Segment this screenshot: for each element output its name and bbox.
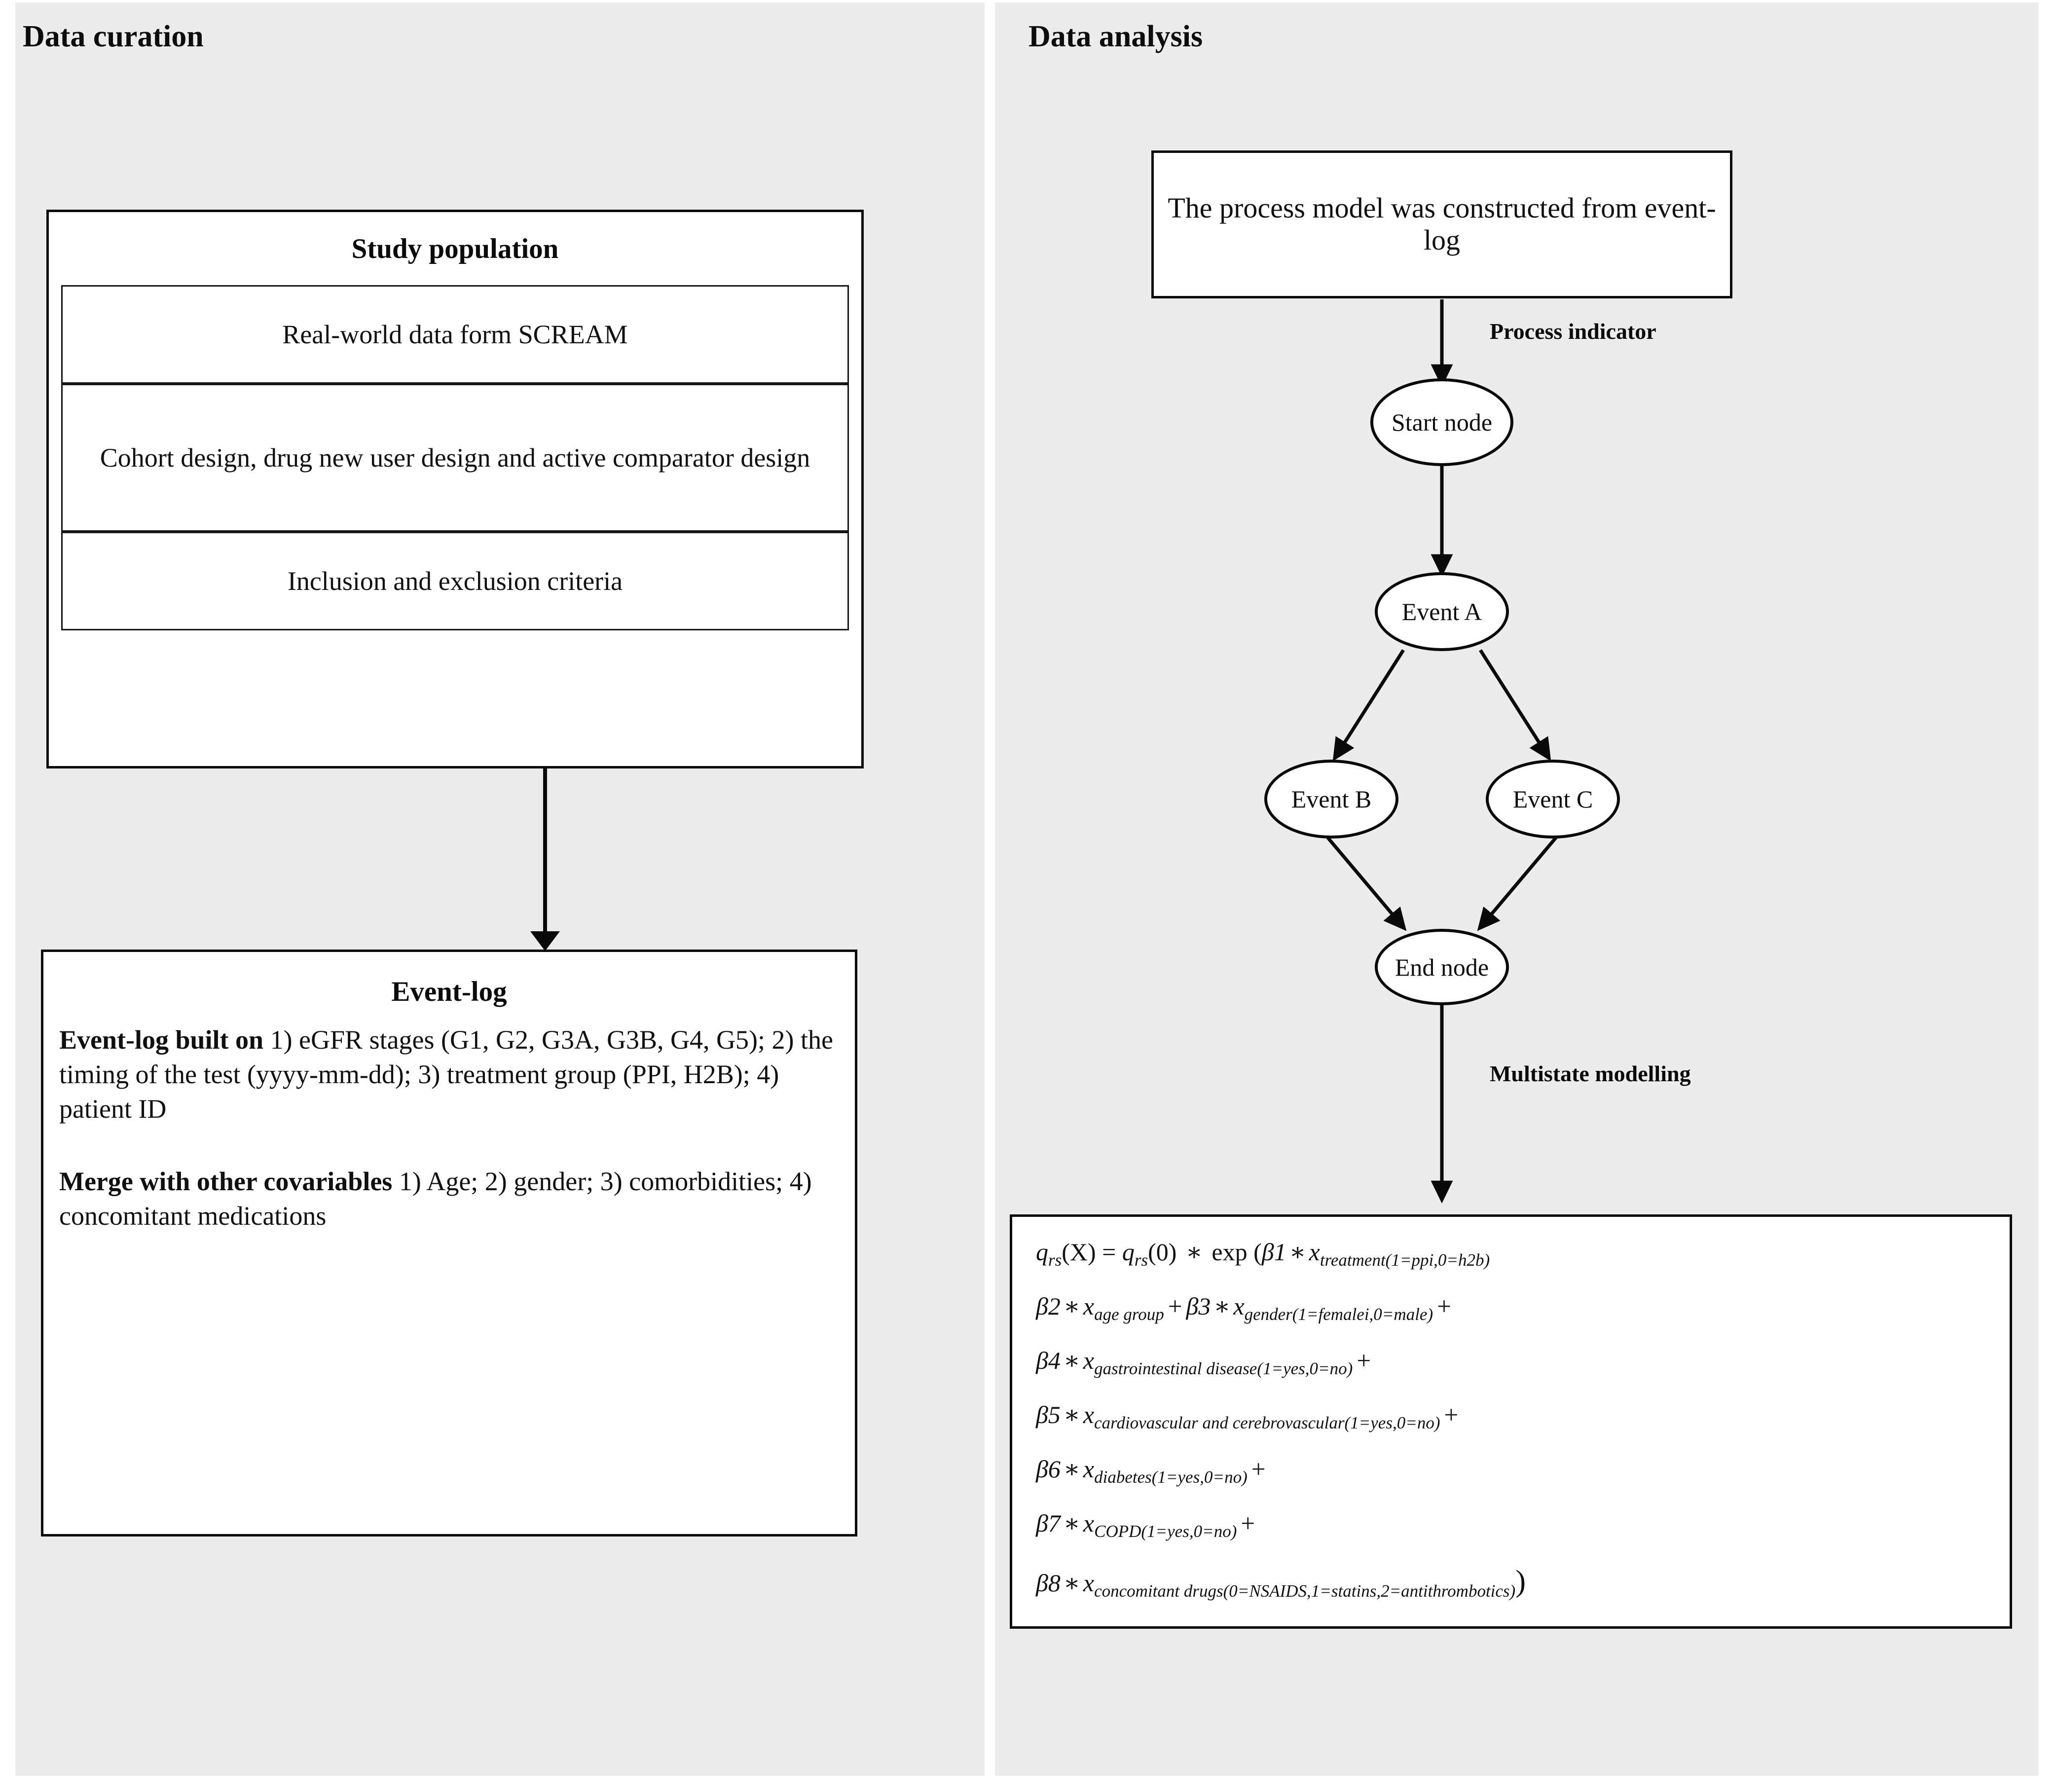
edge-a-to-c bbox=[1479, 649, 1551, 762]
process-node-event-c: Event C bbox=[1486, 760, 1620, 839]
event-log-paragraph-1: Event-log built on 1) eGFR stages (G1, G… bbox=[59, 1023, 839, 1127]
event-log-paragraph-2: Merge with other covariables 1) Age; 2) … bbox=[59, 1164, 839, 1233]
event-log-paragraph-2-lead: Merge with other covariables bbox=[59, 1167, 393, 1196]
study-population-item-0: Real-world data form SCREAM bbox=[61, 285, 849, 384]
event-log-title: Event-log bbox=[391, 976, 507, 1007]
process-node-event-b-label: Event B bbox=[1291, 785, 1372, 813]
process-model-intro-box: The process model was constructed from e… bbox=[1151, 150, 1732, 298]
process-node-start: Start node bbox=[1370, 378, 1513, 466]
event-log-paragraph-1-lead: Event-log built on bbox=[59, 1025, 264, 1055]
edge-c-to-end bbox=[1477, 835, 1559, 931]
edge-b-to-end bbox=[1325, 835, 1407, 931]
data-curation-panel: Data curation Study population Real-worl… bbox=[15, 2, 985, 1776]
study-population-item-2: Inclusion and exclusion criteria bbox=[61, 532, 849, 630]
study-population-item-1-label: Cohort design, drug new user design and … bbox=[100, 442, 810, 473]
data-analysis-panel: Data analysis The process model was cons… bbox=[995, 2, 2039, 1776]
edge-label-multistate-modelling: Multistate modelling bbox=[1490, 1061, 1691, 1086]
process-node-end-label: End node bbox=[1395, 953, 1489, 981]
study-population-box: Study population Real-world data form SC… bbox=[46, 210, 864, 768]
formula-line-7: β8∗xconcomitant drugs(0=NSAIDS,1=statins… bbox=[1036, 1564, 1526, 1601]
event-log-paragraph-2-rest: 1) Age; 2) gender; 3) comorbidities; 4) … bbox=[59, 1167, 812, 1231]
formula-line-1: qrs(X) = qrs(0) ∗ exp (β1∗xtreatment(1=p… bbox=[1036, 1238, 1490, 1270]
connector-study-to-eventlog-arrowhead bbox=[530, 931, 560, 951]
process-node-event-c-label: Event C bbox=[1512, 785, 1593, 813]
study-population-item-0-label: Real-world data form SCREAM bbox=[282, 319, 628, 349]
formula-line-5: β6∗xdiabetes(1=yes,0=no)+ bbox=[1036, 1455, 1266, 1487]
multistate-formula-box: qrs(X) = qrs(0) ∗ exp (β1∗xtreatment(1=p… bbox=[1010, 1214, 2012, 1629]
study-population-item-1: Cohort design, drug new user design and … bbox=[61, 384, 849, 532]
process-node-end: End node bbox=[1375, 929, 1509, 1005]
event-log-paragraph-1-rest: 1) eGFR stages (G1, G2, G3A, G3B, G4, G5… bbox=[59, 1025, 833, 1124]
panel-title-data-analysis: Data analysis bbox=[1028, 20, 1203, 53]
edge-a-to-b bbox=[1332, 649, 1405, 762]
formula-line-3: β4∗xgastrointestinal disease(1=yes,0=no)… bbox=[1036, 1347, 1371, 1379]
study-population-item-2-label: Inclusion and exclusion criteria bbox=[287, 566, 623, 596]
edge-label-process-indicator: Process indicator bbox=[1490, 319, 1656, 344]
formula-line-6: β7∗xCOPD(1=yes,0=no)+ bbox=[1036, 1509, 1255, 1541]
study-population-title: Study population bbox=[351, 233, 559, 264]
process-node-event-a: Event A bbox=[1375, 572, 1509, 651]
formula-line-4: β5∗xcardiovascular and cerebrovascular(1… bbox=[1036, 1401, 1459, 1433]
process-node-start-label: Start node bbox=[1391, 408, 1493, 436]
process-model-intro-text: The process model was constructed from e… bbox=[1168, 192, 1716, 256]
connector-study-to-eventlog bbox=[543, 768, 547, 940]
process-node-event-a-label: Event A bbox=[1401, 598, 1482, 625]
panel-title-data-curation: Data curation bbox=[23, 20, 204, 53]
event-log-box: Event-log Event-log built on 1) eGFR sta… bbox=[41, 950, 857, 1536]
process-node-event-b: Event B bbox=[1264, 760, 1398, 839]
formula-line-2: β2∗xage group+β3∗xgender(1=femalei,0=mal… bbox=[1036, 1292, 1451, 1324]
